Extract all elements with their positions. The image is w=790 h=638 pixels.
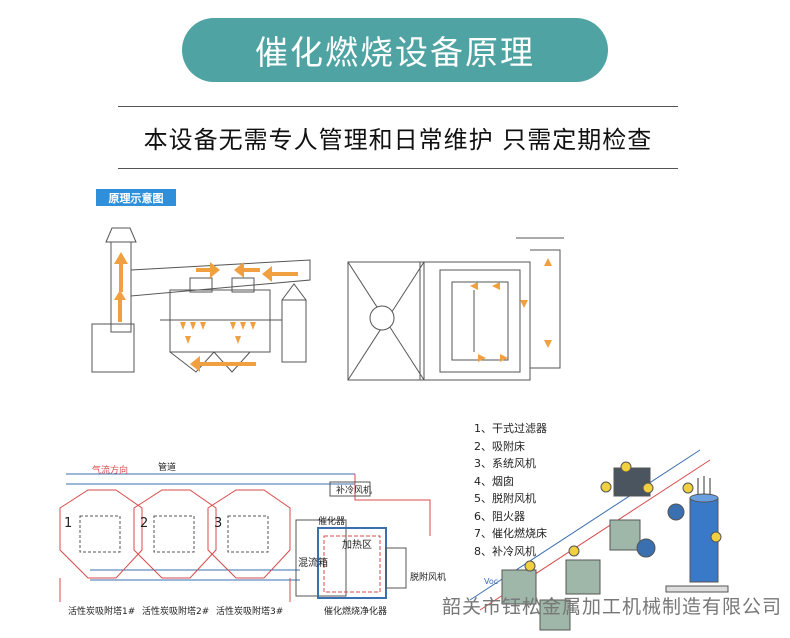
- flow-direction-label: 气流方向: [92, 464, 128, 476]
- exhaust-fan-label: 脱附风机: [410, 571, 446, 583]
- plan-view-arrows: [470, 258, 552, 362]
- tower-system-labels: 气流方向 管道 1 2 3 活性炭吸附塔1# 活性炭吸附塔2# 活性炭吸附塔3#…: [64, 461, 446, 617]
- schematic-tag: 原理示意图: [96, 189, 176, 206]
- legend-item: 4、烟囱: [474, 474, 514, 488]
- mixing-box-label: 混流箱: [298, 556, 328, 569]
- unit-label: 催化燃烧净化器: [324, 605, 387, 617]
- arrow-up: [114, 252, 128, 264]
- chimney-cap: [105, 227, 137, 243]
- tower-number-3: 3: [214, 516, 222, 531]
- isometric-equipment-drawing: [469, 449, 729, 631]
- divider-top: [118, 106, 678, 107]
- tower-label-1: 活性炭吸附塔1#: [68, 605, 135, 617]
- tower-number-1: 1: [64, 516, 72, 531]
- component-legend: 1、干式过滤器 2、吸附床 3、系统风机 4、烟囱 5、脱附风机 6、阻火器 7…: [474, 420, 547, 560]
- title-banner: 催化燃烧设备原理: [182, 18, 608, 82]
- adsorption-bed-arrows: [180, 322, 256, 344]
- legend-item: 5、脱附风机: [474, 492, 536, 505]
- page-subtitle: 本设备无需专人管理和日常维护 只需定期检查: [143, 126, 653, 154]
- pipe-label: 管道: [158, 461, 176, 473]
- filter-box: [501, 569, 537, 605]
- adsorption-flow-arrows: [114, 252, 298, 372]
- adsorption-bed: [565, 559, 601, 595]
- adsorption-system-drawing: [91, 227, 311, 373]
- tower-label-2: 活性炭吸附塔2#: [142, 605, 209, 617]
- legend-item: 7、催化燃烧床: [474, 527, 547, 540]
- tower-system-drawing: [59, 473, 431, 602]
- catalyst-label: 催化器: [318, 515, 345, 527]
- legend-item: 3、系统风机: [474, 457, 536, 470]
- heating-zone-label: 加热区: [342, 538, 372, 551]
- stack-base: [91, 323, 135, 373]
- company-name: 韶关市钰松金属加工机械制造有限公司: [441, 596, 782, 618]
- page-title: 催化燃烧设备原理: [255, 33, 535, 72]
- legend-item: 2、吸附床: [474, 439, 525, 453]
- tower-label-3: 活性炭吸附塔3#: [216, 605, 283, 617]
- legend-item: 8、补冷风机: [474, 544, 536, 558]
- voc-label: Voc: [484, 577, 498, 586]
- divider-bottom: [118, 168, 678, 169]
- legend-item: 1、干式过滤器: [474, 422, 547, 435]
- plan-view-drawing: [347, 237, 564, 381]
- tower-number-2: 2: [140, 516, 148, 531]
- legend-item: 6、阻火器: [474, 509, 525, 523]
- cooling-fan-label: 补冷风机: [336, 484, 372, 496]
